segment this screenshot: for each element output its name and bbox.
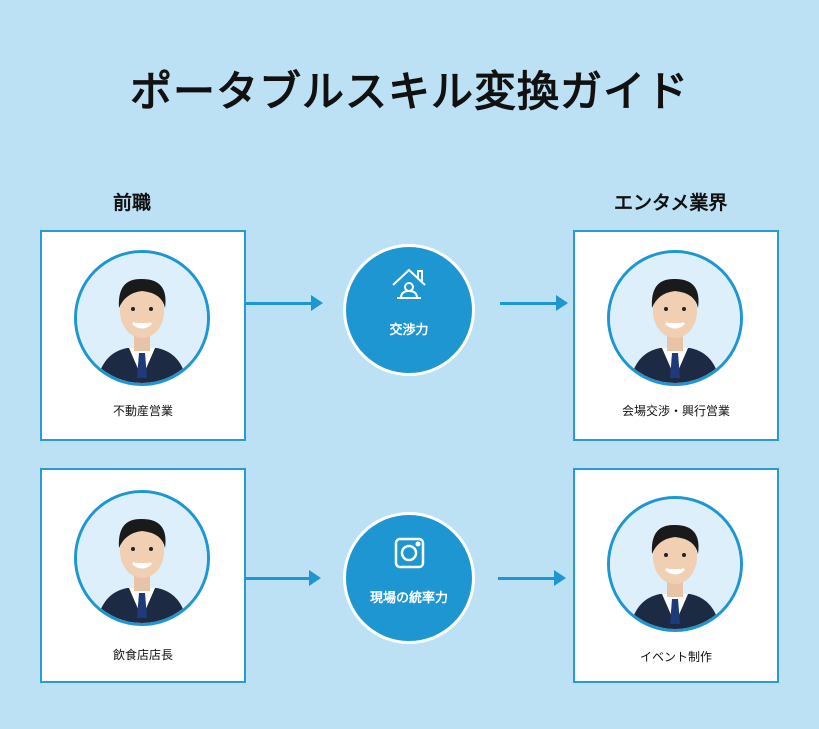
column-header-before: 前職 bbox=[113, 192, 152, 214]
after-role-label: 会場交渉・興行営業 bbox=[621, 404, 730, 418]
skill-circle-1: 交渉力 bbox=[343, 244, 475, 376]
skill-circle-2: 現場の統率力 bbox=[343, 512, 475, 644]
after-card-1: 会場交渉・興行営業 bbox=[573, 230, 779, 441]
avatar bbox=[607, 496, 743, 632]
skill-label: 現場の統率力 bbox=[369, 591, 448, 606]
avatar bbox=[74, 490, 210, 626]
avatar bbox=[607, 250, 743, 386]
after-role-label: イベント制作 bbox=[639, 650, 712, 664]
house-person-icon bbox=[346, 267, 472, 307]
arrow-right-icon bbox=[245, 570, 321, 586]
arrow-right-icon bbox=[498, 570, 566, 586]
camera-icon bbox=[346, 535, 472, 575]
page-title: ポータブルスキル変換ガイド bbox=[129, 67, 689, 116]
arrow-right-icon bbox=[500, 295, 568, 311]
after-card-2: イベント制作 bbox=[573, 468, 779, 683]
before-role-label: 不動産営業 bbox=[112, 404, 173, 418]
arrow-right-icon bbox=[245, 295, 323, 311]
skill-label: 交渉力 bbox=[389, 323, 429, 338]
before-card-2: 飲食店店長 bbox=[40, 468, 246, 683]
before-role-label: 飲食店店長 bbox=[112, 648, 173, 662]
avatar bbox=[74, 250, 210, 386]
before-card-1: 不動産営業 bbox=[40, 230, 246, 441]
column-header-after: エンタメ業界 bbox=[614, 192, 728, 214]
